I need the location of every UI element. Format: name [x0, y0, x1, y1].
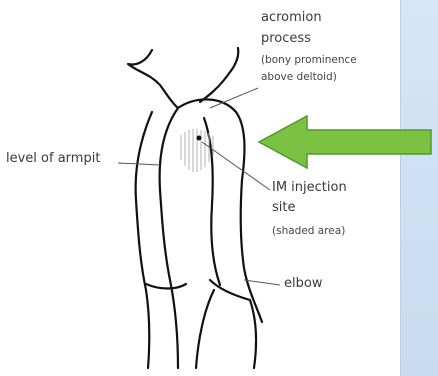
injection-site-label-line1: IM injection [272, 180, 347, 196]
acromion-label-line2: process [261, 31, 311, 47]
injection-site-label-line2: site [272, 200, 295, 216]
pointer-arrow-icon [255, 110, 435, 174]
elbow-label: elbow [284, 276, 322, 292]
injection-site-note: (shaded area) [272, 225, 345, 238]
acromion-label-line1: acromion [261, 10, 322, 26]
injection-point [197, 136, 202, 141]
acromion-note-line2: above deltoid) [261, 71, 337, 84]
side-panel [400, 0, 438, 376]
armpit-label: level of armpit [6, 151, 100, 167]
acromion-note-line1: (bony prominence [261, 54, 357, 67]
